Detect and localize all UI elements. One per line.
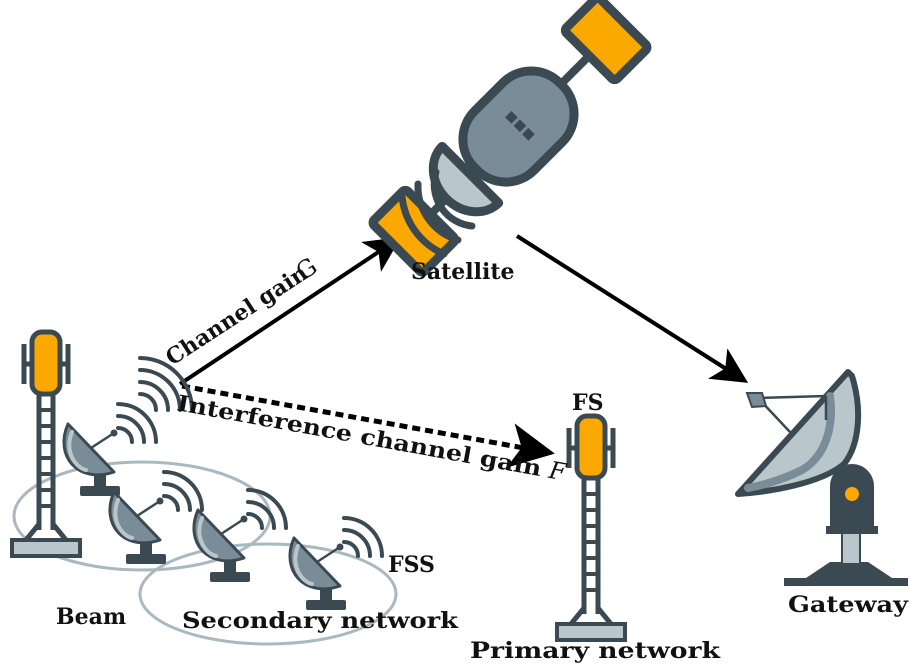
secondary-network-label: Secondary network (182, 608, 459, 634)
fss-label: FSS (388, 552, 435, 578)
interference-arrow (181, 383, 555, 468)
fs-label: FS (572, 390, 604, 416)
fss-dish-icon (107, 470, 204, 566)
gateway-dish-icon (735, 369, 908, 586)
channel-gain-arrow (178, 237, 401, 386)
fss-dish-icon (61, 402, 158, 498)
secondary-network-ellipse (138, 542, 398, 646)
interference-gain-symbol: F (546, 456, 570, 487)
signal-waves-icon (138, 356, 194, 412)
interference-gain-label: Interference channel gain (175, 390, 544, 482)
gateway-label: Gateway (788, 592, 909, 618)
channel-gain-label: Channel gain (161, 260, 313, 371)
satellite-icon (368, 0, 652, 277)
fss-dish-icon (191, 488, 288, 584)
primary-network-label: Primary network (470, 638, 721, 664)
beam-label: Beam (56, 604, 126, 630)
fs-tower-icon (557, 416, 625, 640)
satellite-label: Satellite (411, 259, 515, 285)
downlink-arrow (515, 234, 749, 383)
